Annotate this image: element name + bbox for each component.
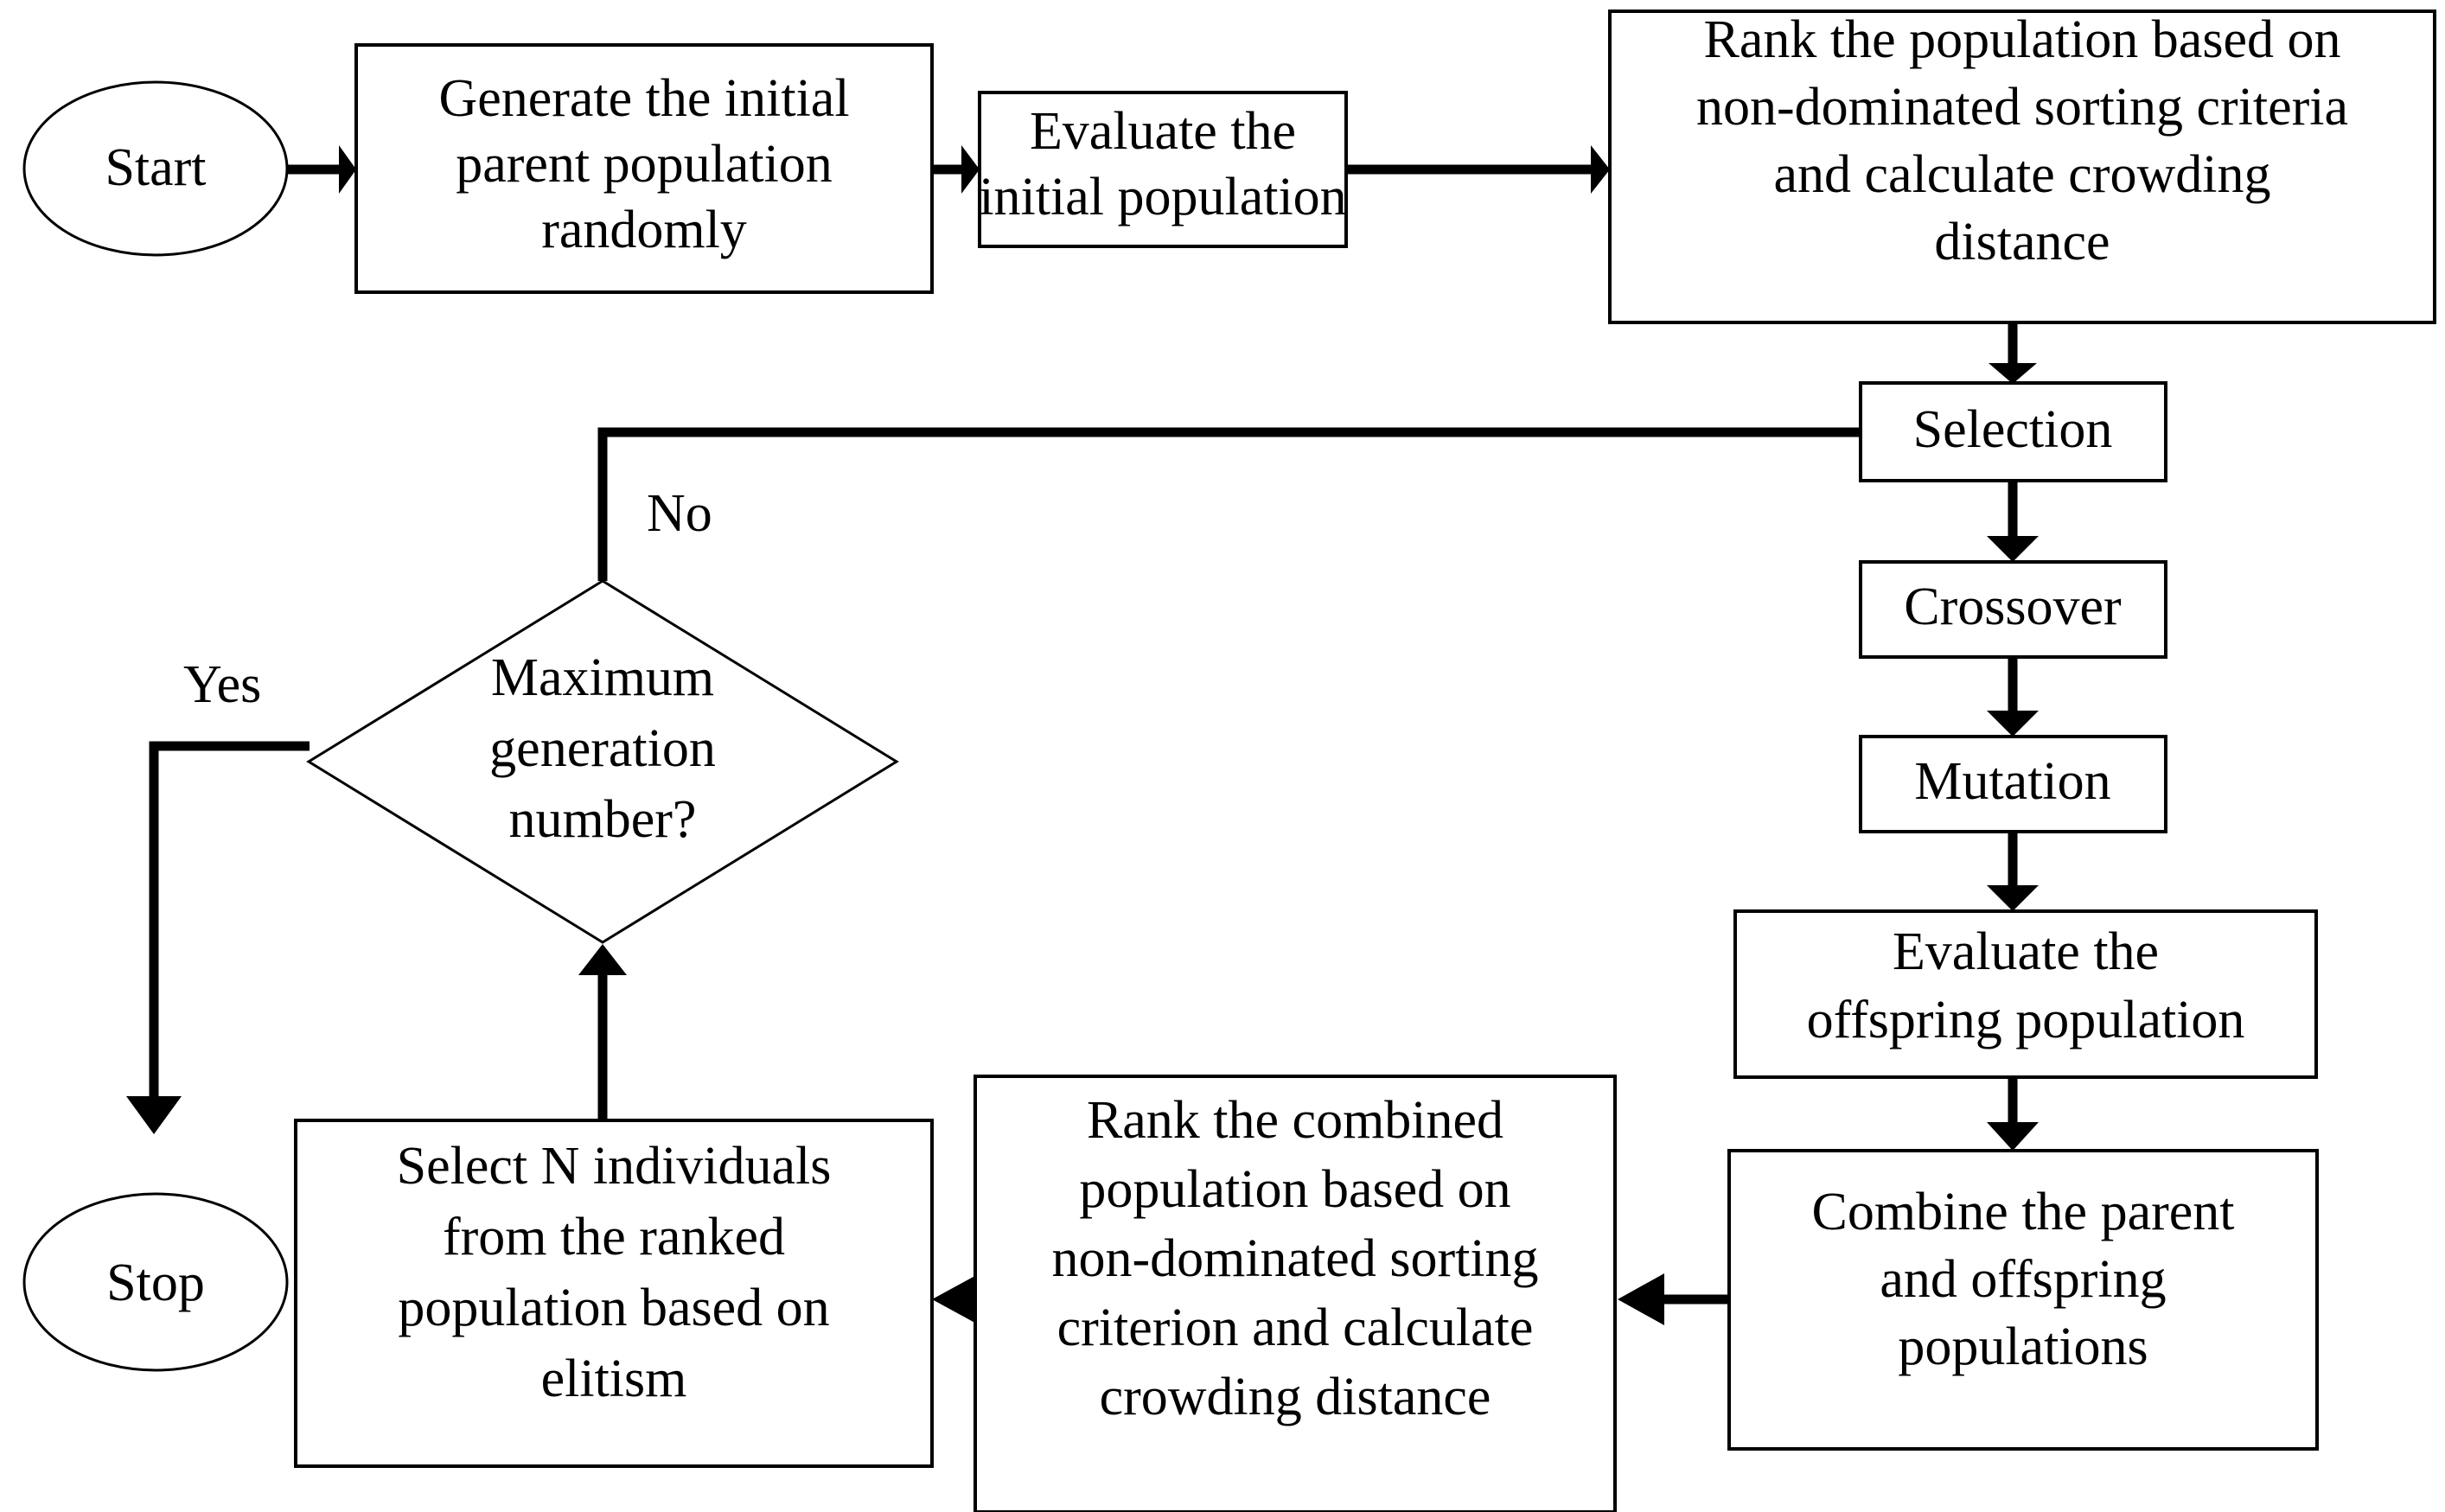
node-generate-initial-population[interactable]: Generate the initial parent population r…: [354, 43, 934, 294]
node-rank-combined-line1: Rank the combined: [1087, 1091, 1503, 1150]
node-combine-line2: and offspring: [1880, 1250, 2166, 1309]
node-rank-population-line4: distance: [1934, 213, 2110, 271]
node-generate-line1: Generate the initial: [438, 69, 849, 128]
node-select-n-individuals[interactable]: Select N individuals from the ranked pop…: [294, 1119, 934, 1468]
node-evaluate-offspring-line2: offspring population: [1807, 991, 2245, 1049]
node-mutation-label: Mutation: [1914, 752, 2110, 811]
edge-generate-to-evaluate-initial: [932, 145, 980, 194]
edge-select-n-to-decision: [578, 944, 627, 1120]
node-rank-population-line1: Rank the population based on: [1704, 10, 2341, 69]
edge-rank-to-selection: [1989, 322, 2037, 384]
node-rank-population-line3: and calculate crowding: [1774, 145, 2271, 204]
edge-crossover-to-mutation: [1987, 657, 2039, 737]
edge-evaluate-initial-to-rank: [1346, 145, 1610, 194]
node-rank-combined-line5: crowding distance: [1100, 1368, 1491, 1426]
edge-start-to-generate: [287, 145, 356, 194]
node-generate-line3: randomly: [541, 201, 747, 259]
node-select-n-line3: population based on: [398, 1279, 829, 1337]
edge-selection-to-crossover: [1987, 481, 2039, 562]
edge-evaluate-offspring-to-combine: [1987, 1077, 2039, 1151]
node-combine-line1: Combine the parent: [1812, 1183, 2235, 1241]
node-combine-line3: populations: [1898, 1317, 2148, 1376]
node-rank-combined-population[interactable]: Rank the combined population based on no…: [974, 1075, 1617, 1512]
node-generate-line2: parent population: [456, 135, 833, 194]
node-select-n-line1: Select N individuals: [397, 1137, 832, 1196]
node-selection[interactable]: Selection: [1859, 381, 2167, 482]
node-select-n-line4: elitism: [541, 1349, 687, 1408]
edge-decision-yes-to-stop: [126, 741, 310, 1134]
node-rank-population[interactable]: Rank the population based on non-dominat…: [1608, 10, 2436, 324]
node-evaluate-offspring-line1: Evaluate the: [1893, 922, 2159, 981]
edge-decision-no-to-selection: [597, 403, 2016, 581]
node-crossover[interactable]: Crossover: [1859, 560, 2167, 659]
node-decision-line2: generation: [489, 719, 716, 778]
node-combine-populations[interactable]: Combine the parent and offspring populat…: [1727, 1149, 2319, 1451]
node-evaluate-initial-line1: Evaluate the: [1030, 102, 1296, 161]
edge-mutation-to-evaluate-offspring: [1987, 832, 2039, 911]
node-rank-combined-line4: criterion and calculate: [1057, 1298, 1534, 1357]
node-start-label: Start: [105, 138, 206, 197]
node-crossover-label: Crossover: [1904, 577, 2122, 636]
node-rank-combined-line3: non-dominated sorting: [1051, 1229, 1538, 1288]
node-stop-label: Stop: [106, 1254, 205, 1312]
node-evaluate-offspring-population[interactable]: Evaluate the offspring population: [1733, 909, 2318, 1079]
node-evaluate-initial-line2: initial population: [979, 168, 1346, 226]
node-mutation[interactable]: Mutation: [1859, 735, 2167, 833]
node-decision-line3: number?: [509, 790, 697, 849]
node-stop[interactable]: Stop: [22, 1192, 289, 1372]
edge-label-yes: Yes: [183, 655, 261, 714]
node-rank-combined-line2: population based on: [1079, 1160, 1510, 1219]
edge-label-no: No: [647, 484, 712, 543]
node-evaluate-initial-population[interactable]: Evaluate the initial population: [978, 91, 1348, 248]
node-rank-population-line2: non-dominated sorting criteria: [1696, 78, 2348, 137]
node-start[interactable]: Start: [22, 80, 289, 257]
node-decision-line1: Maximum: [491, 648, 714, 707]
node-decision-maximum-generation[interactable]: Maximum generation number?: [306, 579, 899, 944]
node-selection-label: Selection: [1913, 400, 2113, 459]
node-select-n-line2: from the ranked: [443, 1208, 785, 1266]
